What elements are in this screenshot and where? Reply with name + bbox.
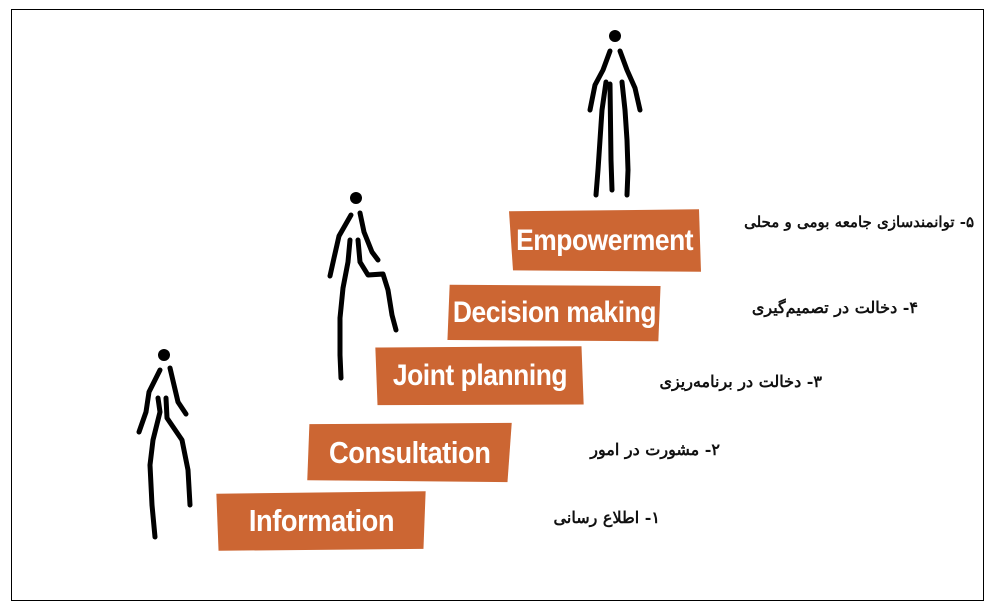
step-consultation: Consultation bbox=[303, 421, 516, 484]
step-decision-making: Decision making bbox=[443, 283, 665, 343]
caption-step-4: ۴- دخالت در تصمیم‌گیری bbox=[751, 298, 918, 317]
step-label: Joint planning bbox=[392, 359, 567, 392]
step-label: Empowerment bbox=[516, 223, 694, 257]
caption-step-2: ۲- مشورت در امور bbox=[590, 440, 720, 459]
walking-figure bbox=[136, 349, 193, 540]
step-empowerment: Empowerment bbox=[505, 208, 705, 273]
step-label: Consultation bbox=[328, 434, 491, 470]
standing-figure bbox=[587, 30, 643, 198]
step-label: Information bbox=[248, 503, 394, 538]
climbing-figure bbox=[327, 192, 399, 381]
step-joint-planning: Joint planning bbox=[371, 345, 588, 407]
caption-step-1: ۱- اطلاع رسانی bbox=[553, 508, 660, 527]
diagram-frame bbox=[11, 9, 984, 601]
step-label: Decision making bbox=[452, 296, 656, 329]
caption-step-3: ۳- دخالت در برنامه‌ریزی bbox=[659, 372, 822, 391]
caption-step-5: ۵- توانمندسازی جامعه بومی و محلی bbox=[744, 213, 974, 231]
step-information: Information bbox=[212, 490, 430, 552]
